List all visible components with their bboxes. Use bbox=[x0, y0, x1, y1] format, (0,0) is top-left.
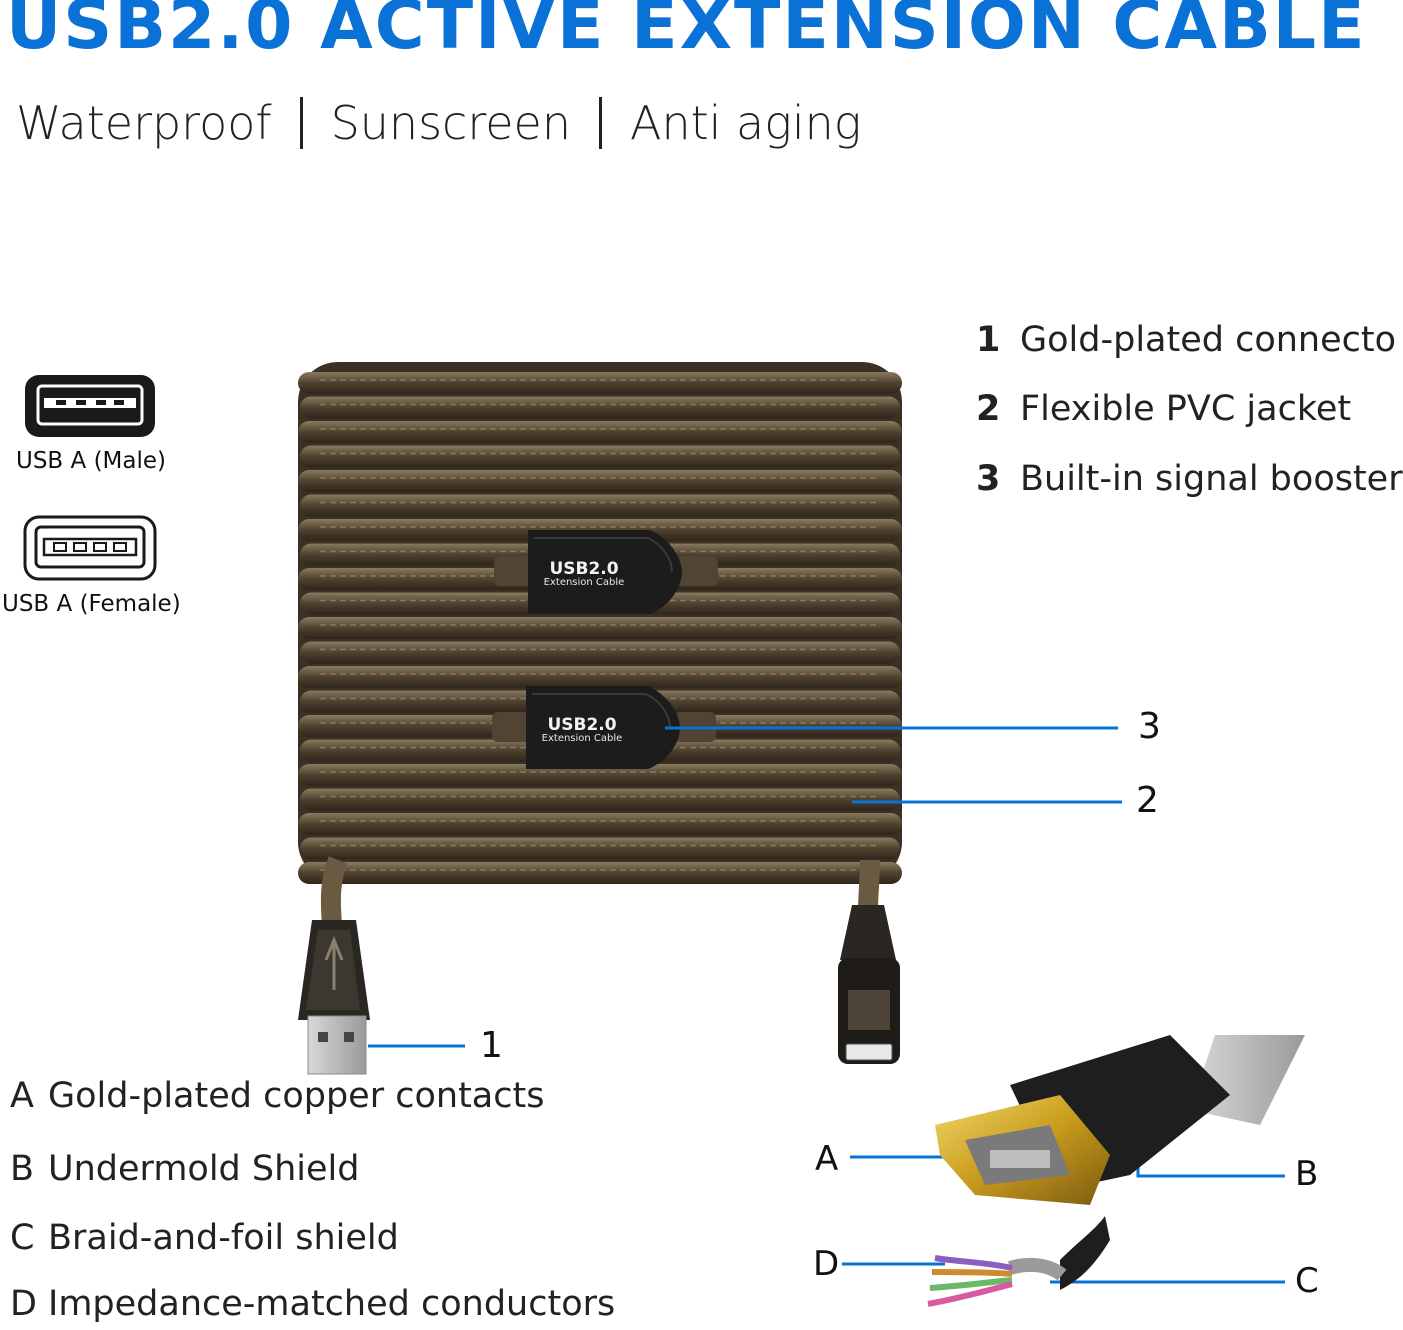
usb-male-connector-image bbox=[298, 920, 370, 1075]
cable-loop bbox=[298, 421, 902, 443]
legend-text: Built-in signal booster bbox=[1020, 459, 1403, 499]
spec-key: A bbox=[10, 1076, 34, 1116]
cable-loop bbox=[300, 445, 900, 468]
legend-text: Flexible PVC jacket bbox=[1020, 389, 1352, 429]
legend-item-1: 1 Gold-plated connecto bbox=[976, 320, 1396, 360]
legend-item-3: 3 Built-in signal booster bbox=[976, 459, 1403, 499]
cable-loop bbox=[300, 837, 900, 860]
cable-loop bbox=[300, 641, 900, 664]
usb-female-connector-image bbox=[838, 905, 900, 1064]
spec-key: B bbox=[10, 1149, 35, 1189]
cable-loop bbox=[298, 470, 902, 492]
detail-callout-b: B bbox=[1295, 1154, 1319, 1194]
spec-item-a: A Gold-plated copper contacts bbox=[10, 1076, 544, 1116]
cable-coil-image bbox=[298, 362, 902, 884]
connector-cutaway-image bbox=[935, 1035, 1305, 1205]
callout-3: 3 bbox=[1138, 706, 1161, 747]
cable-loop bbox=[300, 788, 900, 811]
booster-upper-subtitle: Extension Cable bbox=[544, 577, 625, 588]
detail-callout-a: A bbox=[815, 1139, 839, 1179]
spec-key: D bbox=[10, 1284, 37, 1324]
legend-item-2: 2 Flexible PVC jacket bbox=[976, 389, 1351, 429]
spec-text: Undermold Shield bbox=[48, 1149, 360, 1189]
spec-key: C bbox=[10, 1218, 35, 1258]
cable-loop bbox=[298, 764, 902, 786]
legend-number: 2 bbox=[976, 389, 1001, 429]
feature-divider bbox=[598, 97, 602, 149]
feature-anti-aging: Anti aging bbox=[629, 96, 862, 150]
spec-item-b: B Undermold Shield bbox=[10, 1149, 360, 1189]
spec-text: Gold-plated copper contacts bbox=[48, 1076, 545, 1116]
spec-item-c: C Braid-and-foil shield bbox=[10, 1218, 399, 1258]
cable-loop bbox=[298, 862, 902, 884]
cable-loop bbox=[298, 372, 902, 394]
page-title: USB2.0 ACTIVE EXTENSION CABLE bbox=[6, 0, 1367, 65]
callout-2: 2 bbox=[1136, 780, 1159, 821]
booster-upper-title: USB2.0 bbox=[549, 559, 618, 579]
usb-male-label: USB A (Male) bbox=[16, 448, 166, 474]
wire-detail-image bbox=[927, 1216, 1110, 1307]
booster-lower-subtitle: Extension Cable bbox=[542, 733, 623, 744]
signal-booster-upper bbox=[494, 530, 718, 614]
spec-item-d: D Impedance-matched conductors bbox=[10, 1284, 615, 1324]
signal-booster-lower bbox=[492, 686, 716, 769]
usb-male-icon bbox=[25, 375, 155, 437]
feature-sunscreen: Sunscreen bbox=[330, 96, 571, 150]
feature-waterproof: Waterproof bbox=[16, 96, 272, 150]
detail-callout-d: D bbox=[813, 1244, 840, 1284]
cable-loop bbox=[298, 813, 902, 835]
legend-text: Gold-plated connecto bbox=[1020, 320, 1397, 360]
booster-lower-title: USB2.0 bbox=[547, 715, 616, 735]
spec-text: Braid-and-foil shield bbox=[48, 1218, 399, 1258]
cable-loop bbox=[298, 617, 902, 639]
legend-number: 1 bbox=[976, 320, 1001, 360]
legend-number: 3 bbox=[976, 459, 1001, 499]
usb-female-label: USB A (Female) bbox=[2, 591, 181, 617]
spec-text: Impedance-matched conductors bbox=[48, 1284, 616, 1324]
cable-loop bbox=[300, 494, 900, 517]
cable-loop bbox=[298, 666, 902, 688]
detail-callout-c: C bbox=[1295, 1261, 1319, 1301]
callout-1: 1 bbox=[480, 1025, 503, 1066]
feature-list: Waterproof Sunscreen Anti aging bbox=[16, 96, 861, 150]
cable-loop bbox=[300, 396, 900, 419]
usb-female-icon bbox=[23, 515, 157, 581]
feature-divider bbox=[299, 97, 303, 149]
